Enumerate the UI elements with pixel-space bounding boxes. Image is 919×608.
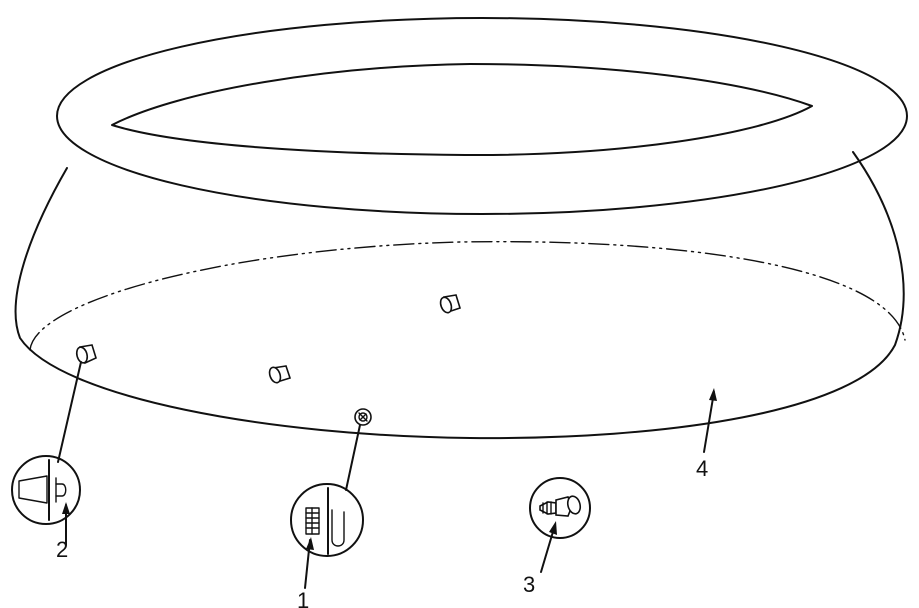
wall-plug <box>268 365 292 384</box>
callout-label-1: 1 <box>297 588 309 608</box>
inflatable-top-ring <box>56 17 908 215</box>
callout-label-2: 2 <box>56 537 68 562</box>
callout-3-detail <box>529 477 591 573</box>
callout-label-4: 4 <box>696 456 708 481</box>
callout-4-pointer <box>703 388 717 453</box>
wall-plug <box>439 294 461 314</box>
callout-2-detail <box>11 361 82 546</box>
drain-valve <box>354 408 372 426</box>
wall-plug <box>75 344 97 365</box>
callout-label-3: 3 <box>523 572 535 597</box>
pool-wall <box>14 151 906 440</box>
callout-1-detail <box>290 424 364 589</box>
